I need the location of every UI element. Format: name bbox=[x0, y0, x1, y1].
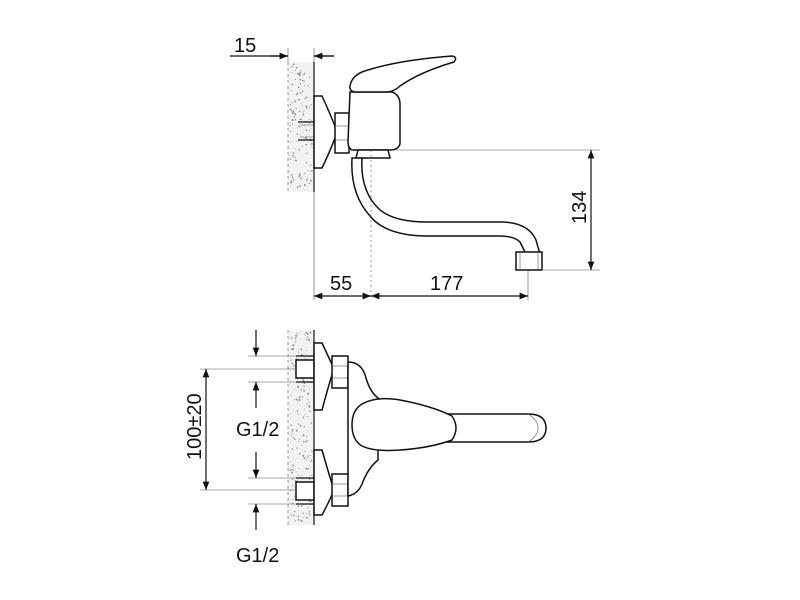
dim-inlet-spacing-label: 100±20 bbox=[184, 393, 206, 460]
side-view: 15 55 177 134 bbox=[230, 35, 600, 300]
side-escutcheon bbox=[313, 95, 338, 169]
side-nut bbox=[334, 112, 350, 154]
side-aerator bbox=[515, 251, 543, 271]
side-lever-handle bbox=[349, 55, 457, 93]
dim-spout-height-label: 134 bbox=[569, 191, 591, 224]
dim-inlet-spacing: 100±20 bbox=[184, 369, 210, 490]
dim-spout-height: 134 bbox=[569, 150, 595, 270]
dim-body-offset-label: 55 bbox=[330, 273, 352, 295]
side-spout bbox=[351, 157, 541, 255]
dim-spout-reach-label: 177 bbox=[430, 273, 463, 295]
dim-horizontal-reach: 55 177 bbox=[314, 273, 528, 300]
side-swivel-ring bbox=[355, 149, 391, 159]
thread-label-upper: G1/2 bbox=[236, 419, 279, 441]
thread-label-lower: G1/2 bbox=[236, 545, 279, 567]
top-view: G1/2 G1/2 100±20 bbox=[184, 330, 547, 567]
top-lever-handle bbox=[351, 397, 457, 452]
wall-section-top bbox=[287, 62, 315, 192]
dim-wall-thickness: 15 bbox=[230, 35, 334, 62]
upper-inlet bbox=[295, 342, 349, 411]
side-valve-body bbox=[347, 91, 401, 151]
dim-thread-lower: G1/2 bbox=[236, 452, 279, 567]
dim-thread-upper: G1/2 bbox=[236, 330, 279, 441]
dim-wall-thickness-label: 15 bbox=[234, 35, 256, 57]
